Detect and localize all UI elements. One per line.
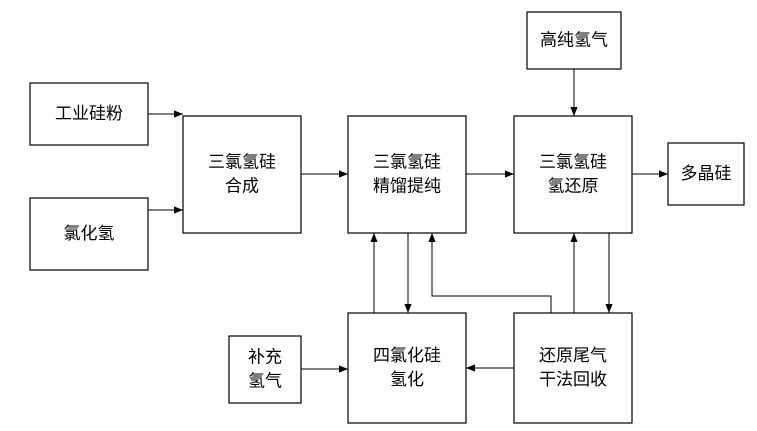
process-box-tcs-hydrogen-reduction [513, 115, 633, 234]
process-label-tcs-distillation-line-1: 三氯氢硅 [373, 153, 441, 173]
process-label-stc-hydrogenation-line-2: 氢化 [390, 370, 424, 390]
process-label-tcs-distillation-line-2: 精馏提纯 [373, 177, 441, 197]
process-label-tcs-hydrogen-reduction-line-2: 氢还原 [548, 177, 599, 197]
process-label-hydrogen-chloride-line-1: 氯化氢 [64, 224, 115, 244]
process-box-industrial-silicon-powder [29, 82, 149, 146]
flow-arrow-offgas-dry-recovery-to-tcs-distillation [428, 233, 552, 313]
process-label-tcs-synthesis-line-2: 合成 [225, 177, 259, 197]
process-box-tcs-synthesis [182, 115, 302, 234]
process-node-industrial-silicon-powder: 工业硅粉 [29, 82, 149, 146]
process-label-offgas-dry-recovery-line-2: 干法回收 [539, 370, 607, 390]
process-label-high-purity-hydrogen-line-1: 高纯氢气 [540, 31, 608, 51]
process-box-offgas-dry-recovery [513, 312, 633, 424]
process-box-hydrogen-chloride [29, 197, 149, 271]
process-node-hydrogen-chloride: 氯化氢 [29, 197, 149, 271]
process-box-makeup-hydrogen [228, 335, 302, 404]
process-node-polysilicon: 多晶硅 [667, 142, 745, 206]
process-box-stc-hydrogenation [347, 312, 467, 424]
process-label-polysilicon-line-1: 多晶硅 [681, 164, 732, 184]
process-label-stc-hydrogenation-line-1: 四氯化硅 [373, 346, 441, 366]
process-label-tcs-synthesis-line-1: 三氯氢硅 [208, 153, 276, 173]
process-node-high-purity-hydrogen: 高纯氢气 [526, 11, 622, 70]
process-label-makeup-hydrogen-line-2: 氢气 [248, 372, 282, 392]
process-label-makeup-hydrogen-line-1: 补充 [248, 348, 282, 368]
process-label-industrial-silicon-powder-line-1: 工业硅粉 [55, 104, 123, 124]
process-box-polysilicon [667, 142, 745, 206]
process-label-tcs-hydrogen-reduction-line-1: 三氯氢硅 [539, 153, 607, 173]
process-box-high-purity-hydrogen [526, 11, 622, 70]
process-label-offgas-dry-recovery-line-1: 还原尾气 [539, 346, 607, 366]
process-box-tcs-distillation [347, 115, 467, 234]
